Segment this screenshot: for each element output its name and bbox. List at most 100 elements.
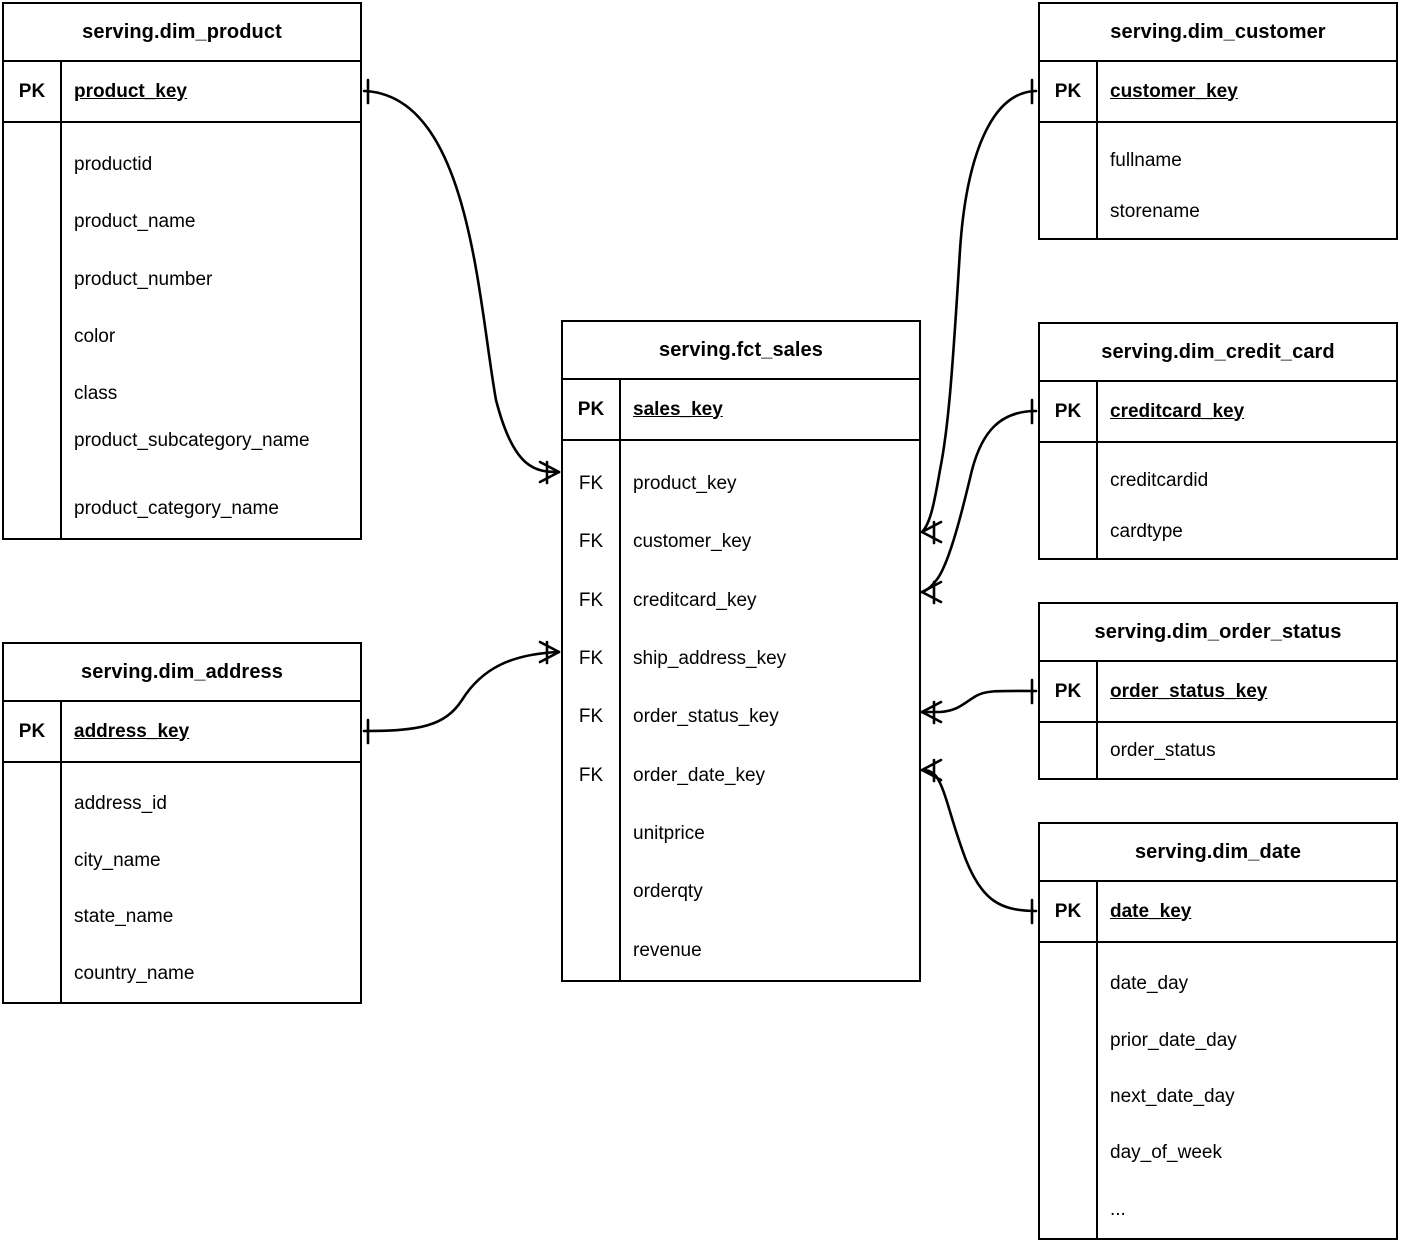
- entity-body-dim-date: date_day prior_date_day next_date_day da…: [1040, 943, 1396, 1238]
- entity-fct-sales[interactable]: serving.fct_sales PK sales_key FK FK FK …: [561, 320, 921, 982]
- attr-tag: [1040, 723, 1096, 778]
- attribute-row: product_number: [74, 268, 213, 290]
- spacer: [1040, 943, 1096, 956]
- attr-tag-fk: FK: [578, 589, 604, 611]
- attr-tag: [4, 889, 60, 945]
- entity-body-fct-sales: FK FK FK FK FK FK product_key customer_k…: [563, 441, 919, 980]
- entity-title-dim-order-status: serving.dim_order_status: [1040, 604, 1396, 662]
- attr-tag-fk: FK: [578, 531, 604, 553]
- pk-tag: PK: [18, 80, 46, 102]
- spacer: [1040, 123, 1096, 135]
- field-column: customer_key: [1098, 62, 1396, 121]
- attr-tag: [4, 136, 60, 193]
- attribute-row: color: [74, 326, 116, 348]
- key-column: PK: [1040, 382, 1098, 441]
- key-column: PK: [1040, 62, 1098, 121]
- attribute-row: product_subcategory_name: [74, 430, 310, 452]
- attribute-row: creditcardid: [1110, 469, 1209, 491]
- attribute-row: ...: [1110, 1198, 1126, 1220]
- key-column: [4, 123, 62, 538]
- spacer: [4, 123, 60, 136]
- attr-tag: [1040, 455, 1096, 507]
- field-column: address_key: [62, 702, 360, 761]
- field-column: fullname storename: [1098, 123, 1396, 238]
- key-column: PK: [563, 380, 621, 439]
- attr-tag: [563, 922, 619, 980]
- entity-body-dim-customer: fullname storename: [1040, 123, 1396, 238]
- attr-tag-fk: FK: [578, 647, 604, 669]
- attribute-row: orderqty: [633, 881, 703, 903]
- pk-field-name: address_key: [74, 720, 190, 742]
- attr-tag-fk: FK: [578, 472, 604, 494]
- field-column: creditcard_key: [1098, 382, 1396, 441]
- attr-tag: [4, 366, 60, 423]
- edge-customer-to-sales: [920, 89, 1038, 534]
- attr-tag: [563, 805, 619, 863]
- entity-dim-address[interactable]: serving.dim_address PK address_key addre…: [2, 642, 362, 1004]
- cardinality-many-sales-address: [538, 640, 561, 665]
- field-column: creditcardid cardtype: [1098, 443, 1396, 558]
- entity-title-dim-date: serving.dim_date: [1040, 824, 1396, 882]
- key-column: PK: [1040, 882, 1098, 941]
- key-column: [1040, 123, 1098, 238]
- field-column: product_key customer_key creditcard_key …: [621, 441, 919, 980]
- entity-pk-row-dim-credit-card: PK creditcard_key: [1040, 382, 1396, 443]
- attribute-row: unitprice: [633, 823, 705, 845]
- entity-pk-row-dim-address: PK address_key: [4, 702, 360, 763]
- attribute-row: city_name: [74, 849, 161, 871]
- attr-tag: [4, 946, 60, 1002]
- pk-tag: PK: [1054, 900, 1082, 922]
- attr-tag: [1040, 187, 1096, 239]
- attribute-row: date_day: [1110, 973, 1189, 995]
- key-column: FK FK FK FK FK FK: [563, 441, 621, 980]
- key-column: [4, 763, 62, 1002]
- pk-tag: PK: [18, 720, 46, 742]
- entity-dim-date[interactable]: serving.dim_date PK date_key date_day pr…: [1038, 822, 1398, 1240]
- attr-tag: [563, 863, 619, 921]
- attribute-row: customer_key: [633, 531, 752, 553]
- attr-tag: [1040, 1013, 1096, 1069]
- attr-tag-fk: FK: [578, 706, 604, 728]
- spacer: [62, 763, 360, 776]
- entity-body-dim-product: productid product_name product_number co…: [4, 123, 360, 538]
- entity-pk-row-dim-order-status: PK order_status_key: [1040, 662, 1396, 723]
- cardinality-many-sales-customer: [920, 520, 943, 545]
- attribute-row: order_status: [1110, 739, 1216, 761]
- pk-tag: PK: [1054, 400, 1082, 422]
- pk-field-name: product_key: [74, 80, 187, 102]
- attribute-row: creditcard_key: [633, 589, 757, 611]
- pk-field-name: date_key: [1110, 900, 1192, 922]
- spacer: [1098, 123, 1396, 135]
- pk-field-name: creditcard_key: [1110, 400, 1245, 422]
- attribute-row: order_date_key: [633, 764, 766, 786]
- cardinality-many-sales-orderstatus: [920, 700, 943, 725]
- field-column: address_id city_name state_name country_…: [62, 763, 360, 1002]
- spacer: [1040, 443, 1096, 455]
- attribute-row: product_name: [74, 211, 196, 233]
- field-column: product_key: [62, 62, 360, 121]
- key-column: PK: [4, 62, 62, 121]
- pk-field-name: order_status_key: [1110, 680, 1268, 702]
- attr-tag-fk: FK: [578, 764, 604, 786]
- spacer: [563, 441, 619, 455]
- edge-product-to-sales: [362, 89, 561, 474]
- spacer: [1098, 443, 1396, 455]
- attr-tag: [1040, 1182, 1096, 1238]
- attribute-row: productid: [74, 154, 153, 176]
- entity-title-dim-address: serving.dim_address: [4, 644, 360, 702]
- attribute-row: fullname: [1110, 149, 1182, 171]
- entity-dim-customer[interactable]: serving.dim_customer PK customer_key ful…: [1038, 2, 1398, 240]
- attr-tag: [4, 481, 60, 538]
- attr-tag: [4, 833, 60, 889]
- entity-title-dim-credit-card: serving.dim_credit_card: [1040, 324, 1396, 382]
- entity-dim-credit-card[interactable]: serving.dim_credit_card PK creditcard_ke…: [1038, 322, 1398, 560]
- entity-dim-order-status[interactable]: serving.dim_order_status PK order_status…: [1038, 602, 1398, 780]
- attr-tag: [4, 194, 60, 251]
- key-column: [1040, 443, 1098, 558]
- attr-tag: [1040, 135, 1096, 187]
- entity-dim-product[interactable]: serving.dim_product PK product_key: [2, 2, 362, 540]
- attribute-row: product_key: [633, 472, 737, 494]
- attribute-row: next_date_day: [1110, 1086, 1235, 1108]
- attribute-row: revenue: [633, 939, 702, 961]
